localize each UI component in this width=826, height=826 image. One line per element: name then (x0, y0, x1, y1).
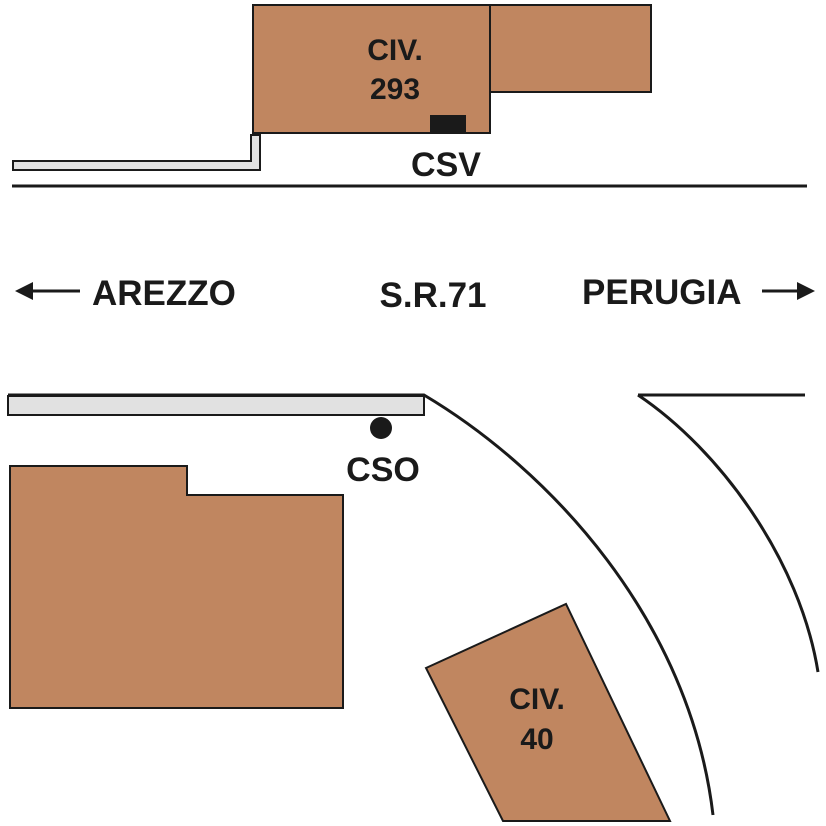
csv-marker (430, 115, 466, 134)
building-civ-40-label-line2: 40 (520, 723, 553, 756)
building-civ-293-label-line1: CIV. (367, 34, 423, 67)
arezzo-label: AREZZO (92, 274, 236, 313)
building-civ-293: CIV. 293 (252, 4, 652, 134)
top-sidewalk (12, 134, 261, 171)
arezzo-direction: AREZZO (15, 274, 236, 313)
road-bottom-edge-curve (8, 393, 715, 816)
csv-label: CSV (411, 146, 481, 184)
bottom-sidewalk (7, 395, 425, 416)
arrow-right-icon-head (797, 282, 815, 300)
building-civ-293-annex (489, 4, 652, 93)
building-civ-293-label-line2: 293 (370, 73, 420, 106)
building-civ-40: CIV. 40 (424, 602, 672, 822)
building-civ-40-shape (424, 602, 672, 822)
building-civ-40-label-line1: CIV. (509, 683, 565, 716)
road-name-label: S.R.71 (380, 276, 487, 315)
cso-marker (370, 417, 392, 439)
perugia-label: PERUGIA (582, 273, 741, 312)
arrow-left-icon-head (15, 282, 33, 300)
perugia-direction: PERUGIA (582, 273, 815, 312)
side-road-edge-curve (637, 393, 820, 673)
building-civ-293-main (252, 4, 491, 134)
cso-label: CSO (346, 451, 420, 489)
building-unlabeled (9, 465, 344, 709)
